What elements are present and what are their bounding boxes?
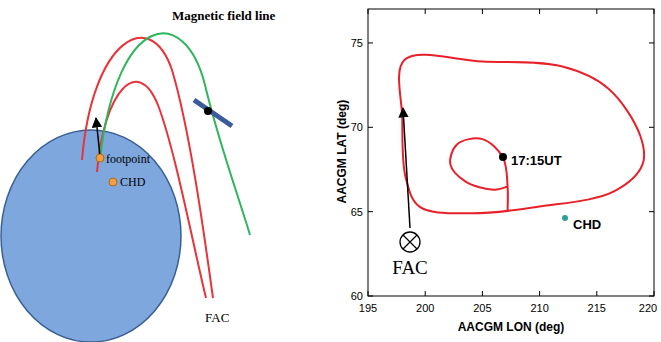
tick-label: 215: [588, 302, 606, 314]
time-label: 17:15UT: [511, 154, 562, 168]
earth: [1, 130, 181, 342]
station-label: CHD: [120, 176, 145, 189]
station-label: CHD: [573, 218, 601, 232]
time-marker: [499, 153, 507, 161]
axis-title: AACGM LAT (deg): [336, 100, 349, 204]
tick-label: 195: [359, 302, 377, 314]
field-line: [100, 33, 250, 235]
trajectory: [450, 138, 508, 210]
current-label: FAC: [205, 311, 229, 325]
ticks: [368, 9, 654, 296]
tick-label: 65: [351, 206, 363, 218]
trajectory: [399, 55, 644, 214]
current-arrow: [403, 108, 410, 228]
tick-label: 220: [639, 302, 657, 314]
tick-label: 205: [473, 302, 491, 314]
station-dot: [562, 215, 568, 221]
axis-title: AACGM LON (deg): [458, 321, 565, 334]
tick-label: 70: [351, 121, 363, 133]
tick-label: 60: [351, 290, 363, 302]
station-dot: [109, 178, 117, 186]
current-arrow: [96, 118, 100, 156]
plot-frame: [368, 9, 654, 296]
field-line: [82, 38, 213, 298]
title-label: Magnetic field line: [172, 9, 275, 23]
field-line: [97, 82, 206, 298]
current-into-symbol: [400, 232, 420, 252]
tick-label: 75: [351, 37, 363, 49]
current-label: FAC: [392, 258, 428, 279]
satellite: [204, 107, 212, 115]
satellite-panel: [194, 100, 232, 126]
tick-label: 200: [416, 302, 434, 314]
point-label: footpoint: [106, 153, 150, 166]
tick-label: 210: [530, 302, 548, 314]
footpoint-dot: [96, 154, 104, 162]
